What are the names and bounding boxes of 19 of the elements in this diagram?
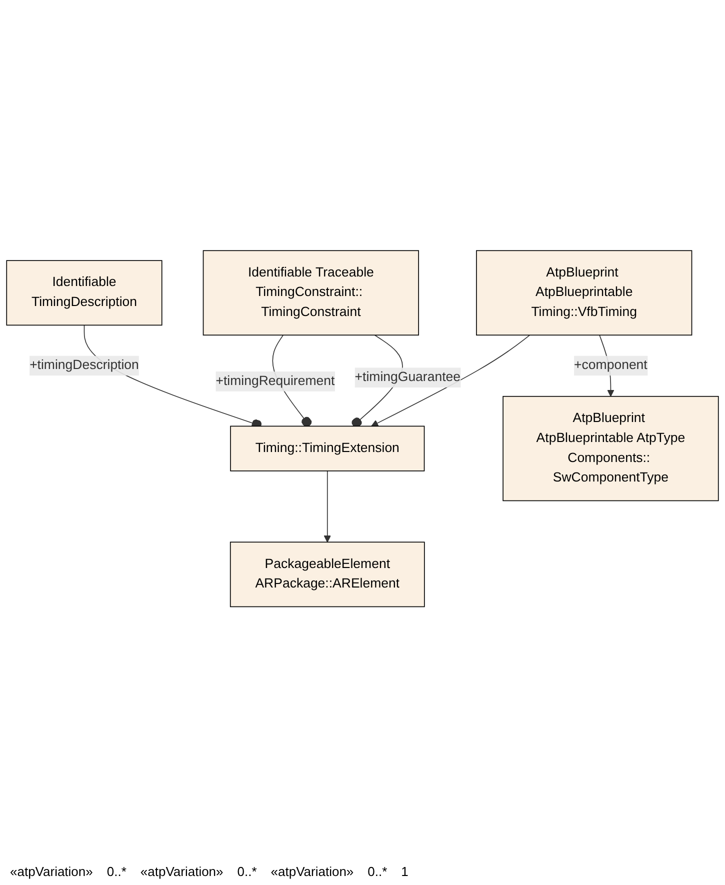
multiplicity-label: 0..*	[368, 864, 388, 879]
arrow	[324, 470, 332, 543]
node-box: AtpBlueprint AtpBlueprintable AtpType Components:: SwComponentType	[502, 396, 719, 502]
node-box: Timing::TimingExtension	[230, 426, 425, 472]
node-box: Identifiable TimingDescription	[6, 260, 162, 326]
multiplicity-label: «atpVariation»	[270, 864, 354, 879]
multiplicity-label: 1	[401, 864, 408, 879]
multiplicity-label: 0..*	[237, 864, 257, 879]
arrow	[371, 335, 530, 427]
node-box: AtpBlueprint AtpBlueprintable Timing::VfbTiming	[476, 250, 692, 336]
edge-label: +timingGuarantee	[354, 370, 461, 385]
edge-label: +timingDescription	[30, 358, 139, 373]
multiplicity-label: 0..*	[106, 864, 126, 879]
node-box: PackageableElement ARPackage::ARElement	[230, 542, 425, 608]
node-box: Identifiable Traceable TimingConstraint:: TimingConstraint	[202, 250, 419, 336]
edge-label: +timingRequirement	[216, 374, 335, 388]
multiplicity-label: «atpVariation»	[10, 864, 93, 879]
multiplicity-label: «atpVariation»	[140, 864, 224, 879]
edge-label: +component	[574, 358, 648, 373]
